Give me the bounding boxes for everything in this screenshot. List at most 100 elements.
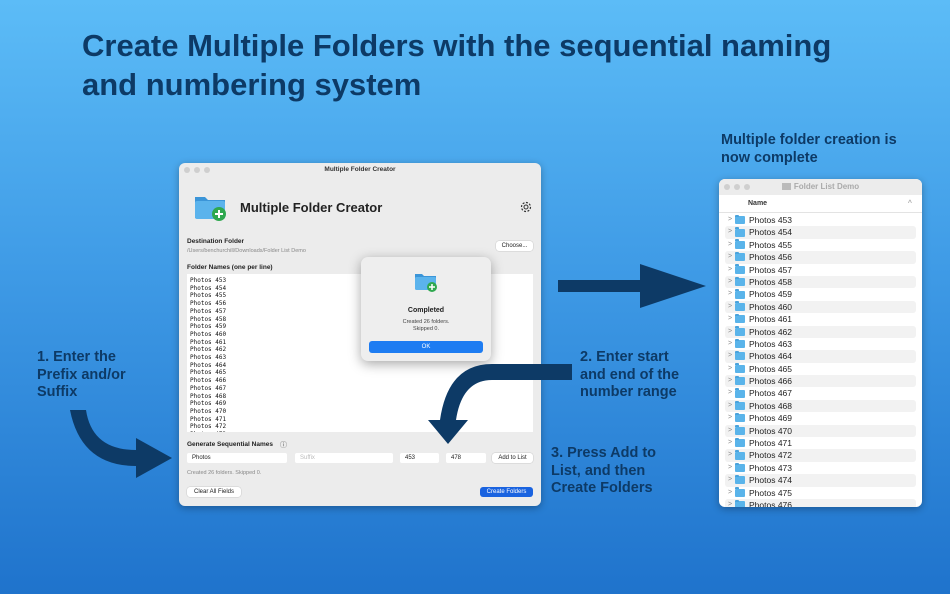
dialog-title: Completed [407,307,445,314]
finder-row[interactable]: >Photos 454 [725,226,916,239]
finder-row[interactable]: >Photos 466 [725,375,916,388]
folder-icon [735,350,745,361]
end-number-input[interactable]: 478 [446,453,486,463]
folder-name-line: Photos 464 [190,361,227,369]
finder-row[interactable]: >Photos 458 [725,275,916,289]
finder-row[interactable]: >Photos 459 [725,288,916,300]
column-label: Name [748,200,768,207]
finder-row[interactable]: > Photos 469 [725,412,916,424]
finder-row[interactable]: >Photos 462 [725,325,916,338]
disclosure-chevron-icon[interactable]: > [727,451,733,459]
folder-icon [735,400,745,411]
finder-row[interactable]: > Photos 465 [725,363,916,375]
folder-icon [735,363,745,373]
folder-icon [735,388,745,398]
finder-row[interactable]: >Photos 476 [725,498,916,507]
finder-row[interactable]: >Photos 461 [725,313,916,325]
completed-dialog: Completed Created 26 folders. Skipped 0.… [361,257,491,361]
disclosure-chevron-icon[interactable]: > [727,439,733,447]
folder-icon [735,239,745,249]
disclosure-chevron-icon[interactable]: > [727,364,733,372]
finder-row[interactable]: >Photos 464 [725,350,916,363]
disclosure-chevron-icon[interactable]: > [727,315,733,323]
folder-icon [735,251,745,262]
zoom-button[interactable] [744,184,750,190]
folder-name-line: Photos 458 [190,315,227,323]
folder-icon [735,462,745,472]
disclosure-chevron-icon[interactable]: > [727,277,733,285]
disclosure-chevron-icon[interactable]: > [727,302,733,310]
add-to-list-button[interactable]: Add to List [492,453,533,463]
finder-title-bar: Folder List Demo [719,179,922,195]
finder-row[interactable]: > Photos 457 [725,264,916,276]
finder-row[interactable]: > Photos 470 [725,424,916,438]
folder-name-line: Photos 472 [190,423,227,431]
disclosure-chevron-icon[interactable]: > [727,339,733,347]
folder-name: Photos 470 [749,425,793,436]
finder-row[interactable]: >Photos 468 [725,399,916,413]
finder-window: Folder List Demo Name^ >Photos 453>Photo… [719,179,922,507]
finder-row[interactable]: > Photos 467 [725,387,916,399]
disclosure-chevron-icon[interactable]: > [727,426,733,434]
close-button[interactable] [724,184,730,190]
folder-icon [735,289,745,299]
disclosure-chevron-icon[interactable]: > [727,352,733,360]
choose-button[interactable]: Choose... [496,241,533,251]
dialog-message-1: Created 26 folders. [402,319,450,325]
folder-name: Photos 465 [749,363,793,374]
finder-row[interactable]: >Photos 472 [725,449,916,462]
clear-all-button[interactable]: Clear All Fields [187,487,241,497]
folder-name: Photos 469 [749,413,793,424]
window-title: Multiple Folder Creator [324,166,396,173]
minimize-button[interactable] [194,167,200,173]
disclosure-chevron-icon[interactable]: > [727,414,733,422]
start-number-input[interactable]: 453 [400,453,439,463]
finder-row[interactable]: >Photos 463 [725,338,916,350]
disclosure-chevron-icon[interactable]: > [727,265,733,273]
folder-name: Photos 455 [749,239,793,250]
folder-name-line: Photos 460 [190,330,227,338]
generate-label: Generate Sequential Names [187,441,273,448]
ok-button[interactable]: OK [369,341,483,353]
disclosure-chevron-icon[interactable]: > [727,228,733,236]
disclosure-chevron-icon[interactable]: > [727,240,733,248]
gear-icon[interactable] [519,200,533,214]
disclosure-chevron-icon[interactable]: > [727,488,733,496]
disclosure-chevron-icon[interactable]: > [727,389,733,397]
folder-icon [735,499,745,507]
finder-row[interactable]: > Photos 455 [725,239,916,251]
folder-icon [735,326,745,336]
disclosure-chevron-icon[interactable]: > [727,290,733,298]
disclosure-chevron-icon[interactable]: > [727,476,733,484]
minimize-button[interactable] [734,184,740,190]
callout-step2: 2. Enter start and end of the number ran… [580,349,680,400]
disclosure-chevron-icon[interactable]: > [727,327,733,335]
folder-name-line: Photos 463 [190,354,227,362]
disclosure-chevron-icon[interactable]: > [727,500,733,507]
disclosure-chevron-icon[interactable]: > [727,463,733,471]
suffix-input[interactable]: Suffix [295,453,393,463]
create-folders-button[interactable]: Create Folders [480,487,533,497]
zoom-button[interactable] [204,167,210,173]
finder-row[interactable]: >Photos 474 [725,474,916,487]
disclosure-chevron-icon[interactable]: > [727,377,733,385]
info-icon[interactable]: ⓘ [280,442,287,449]
disclosure-chevron-icon[interactable]: > [727,401,733,409]
prefix-input[interactable]: Photos [187,453,287,463]
folder-icon [735,264,745,274]
finder-row[interactable]: >Photos 453 [725,214,916,226]
folder-name: Photos 467 [749,388,793,399]
folder-name: Photos 457 [749,264,793,275]
finder-row[interactable]: >Photos 471 [725,437,916,449]
folder-names-label: Folder Names (one per line) [187,264,273,271]
disclosure-chevron-icon[interactable]: > [727,216,733,223]
folder-icon [735,412,745,423]
name-column-header[interactable]: Name^ [719,195,922,213]
disclosure-chevron-icon[interactable]: > [727,253,733,261]
finder-row[interactable]: >Photos 473 [725,462,916,474]
finder-row[interactable]: >Photos 475 [725,487,916,499]
finder-row[interactable]: >Photos 460 [725,300,916,314]
finder-row[interactable]: >Photos 456 [725,251,916,264]
close-button[interactable] [184,167,190,173]
